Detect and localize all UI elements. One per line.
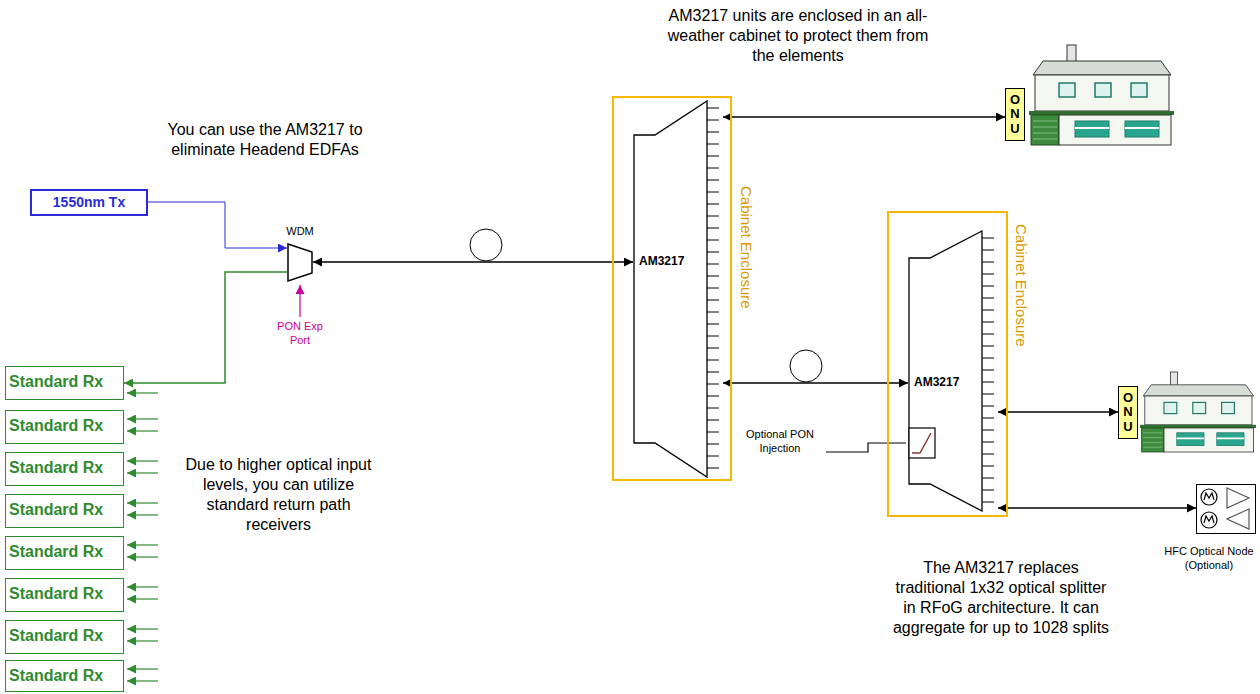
input-arrow: [127, 586, 158, 587]
node-label: WDM: [286, 225, 314, 237]
wdm-coupler: WDM: [287, 243, 313, 282]
node-label: Cabinet Enclosure: [1013, 224, 1030, 347]
house-icon: [1140, 372, 1256, 452]
node-label: Standard Rx: [6, 537, 103, 567]
node-label: AM3217: [639, 254, 684, 268]
node-label: HFC Optical Node (Optional): [1163, 545, 1255, 573]
input-arrow: [127, 460, 158, 461]
splitter-amplifier: AM3217: [908, 230, 998, 512]
receiver-box: Standard Rx: [5, 452, 124, 486]
input-arrow: [127, 556, 158, 557]
fiber-link: [723, 116, 1005, 118]
wdm-outline: [288, 244, 312, 281]
node-label: Standard Rx: [6, 579, 103, 609]
wdm-shape: [287, 243, 313, 282]
leader-line: [826, 443, 906, 452]
filter-curve: [912, 433, 931, 453]
logo-icon: [1201, 489, 1217, 505]
fiber-link: [124, 272, 287, 383]
note-text: Optional PON Injection: [738, 428, 822, 456]
input-arrow: [127, 502, 158, 503]
note-text: PON Exp Port: [275, 320, 325, 348]
splitter-shape: [633, 100, 723, 478]
cabinet-enclosure: AM3217Cabinet Enclosure: [612, 96, 732, 481]
node-label: Standard Rx: [6, 453, 103, 483]
receiver-box: Standard Rx: [5, 620, 124, 654]
splitter-amplifier: AM3217: [633, 100, 723, 478]
amp-return: [1227, 509, 1249, 529]
fiber-link: [998, 411, 1118, 413]
pon-port-arrow: [299, 285, 300, 317]
optical-node: HFC Optical Node (Optional): [1196, 484, 1256, 534]
input-arrow: [127, 418, 158, 419]
cabinet-enclosure: AM3217Cabinet Enclosure: [887, 211, 1008, 517]
fiber-spool: [790, 350, 822, 382]
transmitter-box: 1550nm Tx: [30, 189, 148, 216]
input-arrow: [127, 514, 158, 515]
fiber-link: [313, 261, 633, 263]
note-text: You can use the AM3217 to eliminate Head…: [150, 120, 380, 160]
node-label: ONU: [1122, 391, 1135, 434]
logo-icon: [1201, 512, 1217, 528]
receiver-box: Standard Rx: [5, 536, 124, 570]
house-icon: [1029, 45, 1174, 145]
node-label: Cabinet Enclosure: [738, 186, 755, 309]
input-arrow: [127, 544, 158, 545]
node-label: Standard Rx: [6, 367, 103, 397]
node-label: Standard Rx: [6, 621, 103, 651]
port-ticks: [707, 108, 719, 468]
node-label: 1550nm Tx: [53, 191, 125, 214]
input-arrow: [127, 472, 158, 473]
input-arrow: [127, 668, 158, 669]
return-inputs: [127, 393, 158, 681]
splitter-outline: [634, 101, 707, 477]
fiber-link: [998, 507, 1196, 509]
logo-mark: [1204, 516, 1214, 523]
onu-box: ONU: [1118, 386, 1138, 439]
receiver-box: Standard Rx: [5, 494, 124, 528]
input-arrow: [127, 598, 158, 599]
splitter-outline: [909, 231, 982, 511]
fiber-spool: [470, 229, 502, 261]
node-label: Standard Rx: [6, 411, 103, 441]
node-label: Standard Rx: [6, 495, 103, 525]
filter-box: [909, 428, 935, 458]
amp-forward: [1227, 488, 1249, 508]
node-label: AM3217: [914, 375, 959, 389]
input-arrow: [127, 680, 158, 681]
node-label: Standard Rx: [6, 661, 103, 691]
fiber-link: [723, 382, 908, 384]
fiber-link: [148, 202, 287, 248]
receiver-box: Standard Rx: [5, 410, 124, 444]
receiver-box: Standard Rx: [5, 578, 124, 612]
port-ticks: [982, 238, 994, 502]
note-text: Due to higher optical input levels, you …: [180, 455, 377, 535]
node-icons: [1197, 485, 1255, 533]
node-label: ONU: [1009, 93, 1022, 136]
note-text: The AM3217 replaces traditional 1x32 opt…: [890, 558, 1112, 638]
onu-box: ONU: [1005, 88, 1025, 141]
input-arrow: [127, 392, 158, 393]
input-arrow: [127, 640, 158, 641]
receiver-box: Standard Rx: [5, 660, 124, 692]
input-arrow: [127, 430, 158, 431]
splitter-shape: [908, 230, 998, 512]
receiver-box: Standard Rx: [5, 366, 124, 400]
input-arrow: [127, 628, 158, 629]
note-text: AM3217 units are enclosed in an all-weat…: [667, 6, 929, 66]
logo-mark: [1204, 493, 1214, 500]
